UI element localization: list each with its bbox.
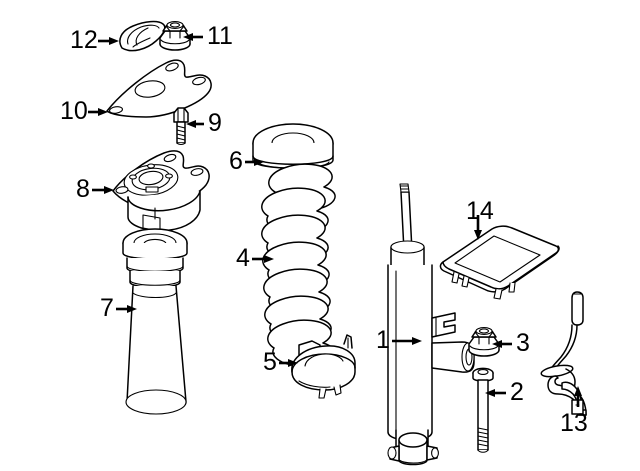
callout-label-12: 12 (70, 26, 98, 54)
callout-label-3: 3 (516, 329, 530, 357)
callout-label-11: 11 (207, 22, 233, 50)
part-10-reinforcement-plate (106, 59, 212, 118)
part-13-speed-sensor (540, 291, 587, 416)
callout-label-13: 13 (560, 409, 588, 437)
part-2-through-bolt (472, 367, 494, 453)
part-3-flange-nut-lower (468, 327, 500, 357)
callout-label-2: 2 (510, 378, 524, 406)
part-1-shock-absorber (387, 183, 475, 466)
callout-label-6: 6 (229, 147, 243, 175)
part-11-flange-nut-upper (159, 21, 191, 51)
part-9-hex-bolt (173, 107, 189, 146)
part-8-strut-mount (112, 150, 210, 232)
callout-label-8: 8 (76, 175, 90, 203)
callout-label-7: 7 (100, 294, 114, 322)
part-7-dust-boot (122, 228, 188, 415)
callout-label-9: 9 (208, 109, 222, 137)
part-5-spring-seat-pad (291, 334, 356, 399)
callout-label-5: 5 (263, 348, 277, 376)
part-12-cover-cap (119, 20, 166, 52)
callout-arrows (88, 33, 582, 407)
part-4-coil-spring (261, 163, 336, 368)
callout-label-1: 1 (376, 326, 390, 354)
part-14-protective-cover (439, 225, 560, 300)
callout-label-4: 4 (236, 244, 250, 272)
callout-label-14: 14 (466, 197, 494, 225)
part-6-spring-seat-insulator (252, 123, 334, 169)
callout-label-10: 10 (60, 97, 88, 125)
